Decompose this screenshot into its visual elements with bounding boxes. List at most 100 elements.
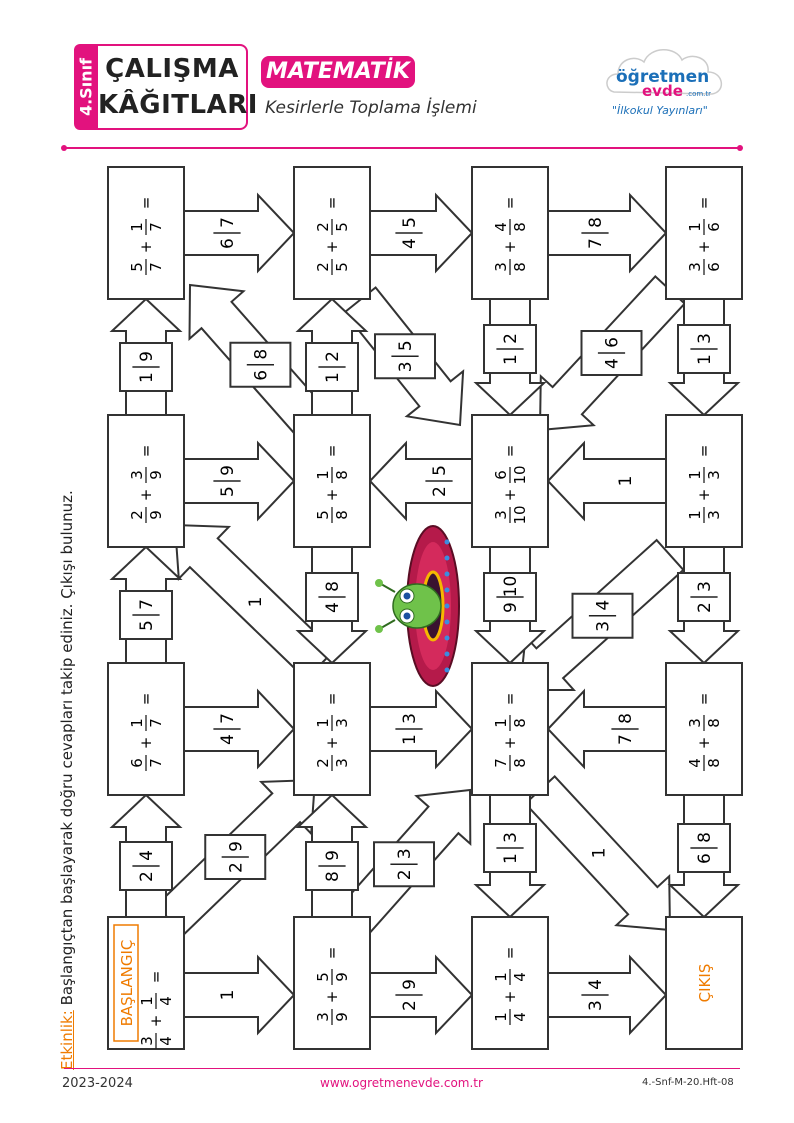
arrow-row4-2-label: 29 <box>395 979 423 1011</box>
svg-text:+: + <box>501 241 519 254</box>
svg-text:=: = <box>137 693 155 706</box>
svg-text:6: 6 <box>128 758 146 768</box>
svg-text:+: + <box>695 241 713 254</box>
svg-text:1: 1 <box>695 354 715 365</box>
svg-text:5: 5 <box>137 620 157 631</box>
arrow-col4-2: 23 <box>667 546 741 665</box>
svg-text:4: 4 <box>686 758 704 768</box>
diag-arrow-6-label: 29 <box>221 841 249 873</box>
diag-arrow-3-label: 46 <box>597 337 626 369</box>
svg-text:+: + <box>695 489 713 502</box>
svg-text:1: 1 <box>590 848 610 859</box>
svg-text:7: 7 <box>137 599 157 610</box>
svg-text:4: 4 <box>586 979 606 990</box>
arrow-row4-1: 1 <box>183 954 296 1036</box>
svg-text:+: + <box>323 489 341 502</box>
svg-text:1: 1 <box>686 470 704 480</box>
svg-text:+: + <box>501 991 519 1004</box>
svg-text:9: 9 <box>400 979 420 990</box>
svg-text:9: 9 <box>147 470 165 480</box>
svg-text:10: 10 <box>511 505 529 524</box>
arrow-row1-1: 67 <box>183 192 296 274</box>
svg-text:3: 3 <box>395 848 415 859</box>
svg-text:+: + <box>501 489 519 502</box>
svg-text:10: 10 <box>511 465 529 484</box>
arrow-row4-1-label: 1 <box>218 990 238 1001</box>
svg-text:9: 9 <box>501 602 521 613</box>
svg-text:+: + <box>695 737 713 750</box>
divider-dot-right <box>737 145 743 151</box>
arrow-col4-3: 68 <box>667 794 741 919</box>
worksheet-code: 4.-Snf-M-20.Hft-08 <box>642 1077 734 1088</box>
svg-text:=: = <box>323 693 341 706</box>
diag-arrow-8-label: 1 <box>590 848 610 859</box>
svg-text:=: = <box>501 445 519 458</box>
svg-text:5: 5 <box>218 486 238 497</box>
svg-text:=: = <box>137 197 155 210</box>
arrow-row2-2: 25 <box>368 440 473 522</box>
svg-text:10: 10 <box>501 576 521 598</box>
svg-text:4: 4 <box>137 850 157 861</box>
diag-arrow-2: 35 <box>342 286 465 427</box>
arrow-col3-2-label: 910 <box>496 576 524 613</box>
grade-tab: 4.Sınıf <box>74 44 98 130</box>
svg-text:4: 4 <box>323 602 343 613</box>
arrow-row1-1-label: 67 <box>213 217 241 249</box>
arrow-row2-2-label: 25 <box>425 465 453 497</box>
svg-text:3: 3 <box>594 621 614 632</box>
website-link[interactable]: www.ogretmenevde.com.tr <box>320 1076 483 1090</box>
arrow-col2-2: 48 <box>295 546 369 665</box>
svg-text:6: 6 <box>218 238 238 249</box>
arrow-row1-3: 78 <box>547 192 668 274</box>
svg-text:3: 3 <box>501 832 521 843</box>
svg-text:=: = <box>501 947 519 960</box>
arrow-col2-1-label: 12 <box>318 351 346 383</box>
maze-box-exit: ÇIKIŞ <box>665 916 743 1050</box>
svg-text:8: 8 <box>616 713 636 724</box>
worksheet-title-box: ÇALIŞMA KÂĞITLARI <box>98 44 257 130</box>
exit-label: ÇIKIŞ <box>696 964 714 1003</box>
diag-arrow-1: 68 <box>188 283 335 445</box>
arrow-col4-2-label: 23 <box>690 581 718 613</box>
svg-text:1: 1 <box>686 510 704 520</box>
svg-text:=: = <box>137 445 155 458</box>
svg-text:5: 5 <box>396 340 416 351</box>
logo-word-2: evde <box>642 82 683 100</box>
svg-text:1: 1 <box>501 354 521 365</box>
svg-text:=: = <box>147 971 165 984</box>
svg-text:3: 3 <box>705 470 723 480</box>
svg-text:2: 2 <box>314 262 332 272</box>
arrow-row3-1-label: 47 <box>213 713 241 745</box>
logo-tagline: "İlkokul Yayınları" <box>612 104 708 117</box>
svg-text:4: 4 <box>511 972 529 982</box>
svg-text:3: 3 <box>686 262 704 272</box>
svg-text:6: 6 <box>492 470 510 480</box>
svg-text:9: 9 <box>137 351 157 362</box>
svg-text:+: + <box>137 489 155 502</box>
svg-text:5: 5 <box>128 262 146 272</box>
svg-text:6: 6 <box>705 222 723 232</box>
svg-text:2: 2 <box>314 222 332 232</box>
svg-text:8: 8 <box>695 832 715 843</box>
arrow-row3-3: 78 <box>546 688 667 770</box>
title-line-1: ÇALIŞMA <box>105 54 239 84</box>
svg-text:5: 5 <box>333 262 351 272</box>
svg-text:=: = <box>695 445 713 458</box>
svg-text:9: 9 <box>147 510 165 520</box>
arrow-col3-1-label: 12 <box>496 333 524 365</box>
svg-text:=: = <box>695 197 713 210</box>
arrow-col2-3-label: 89 <box>318 850 346 882</box>
svg-text:2: 2 <box>430 486 450 497</box>
svg-text:1: 1 <box>128 222 146 232</box>
svg-text:8: 8 <box>333 510 351 520</box>
